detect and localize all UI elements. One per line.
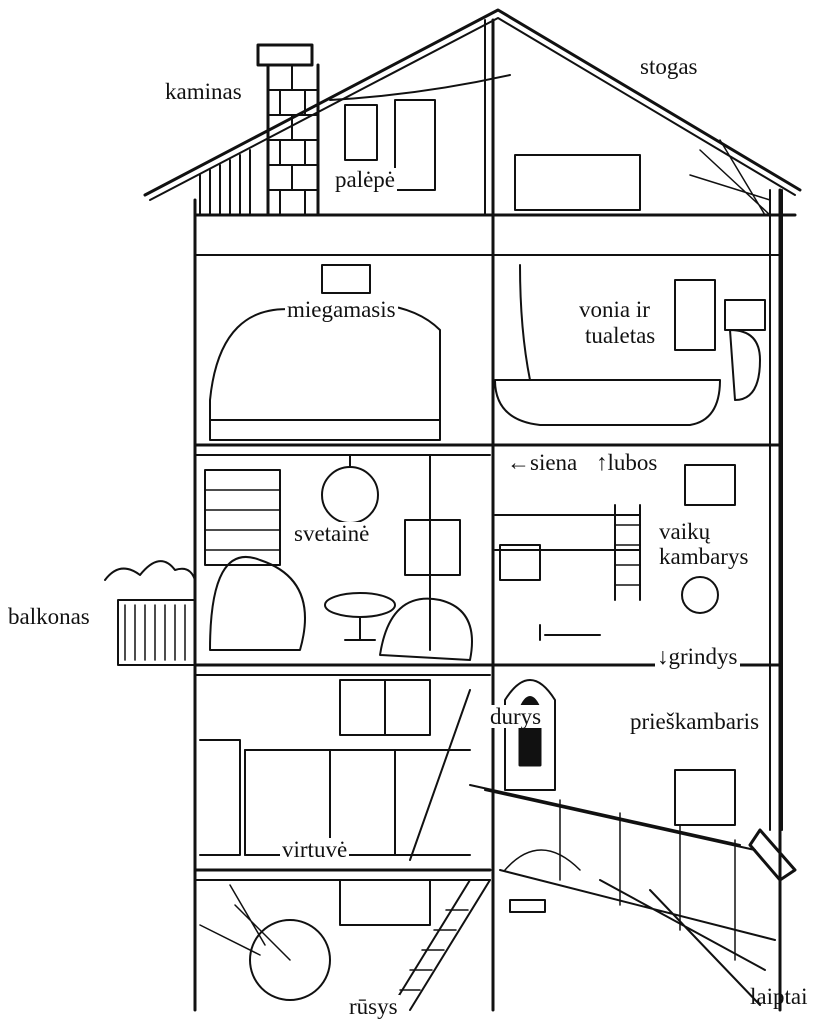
label-vonia-ir: vonia ir [577, 298, 652, 321]
label-miegamasis: miegamasis [285, 298, 398, 321]
label-durys: durys [488, 705, 543, 728]
label-laiptai: laiptai [750, 985, 807, 1008]
label-svetaine: svetainė [292, 522, 371, 545]
balcony [118, 600, 195, 665]
label-stogas: stogas [640, 55, 698, 78]
label-tualetas: tualetas [583, 324, 657, 347]
label-lubos: ↑lubos [594, 451, 659, 474]
label-virtuve: virtuvė [280, 838, 349, 861]
label-rusys: rūsys [347, 995, 400, 1018]
roof [145, 10, 800, 195]
label-siena: ←siena [505, 451, 579, 474]
label-grindys: ↓grindys [655, 645, 740, 668]
label-prieskambaris: prieškambaris [628, 710, 761, 733]
label-vaiku: vaikų [657, 520, 712, 543]
label-palepe: palėpė [333, 168, 397, 191]
label-kaminas: kaminas [165, 80, 242, 103]
label-kambarys: kambarys [657, 545, 750, 568]
chimney [258, 45, 318, 215]
label-balkonas: balkonas [8, 605, 90, 628]
stairs [470, 785, 775, 1005]
